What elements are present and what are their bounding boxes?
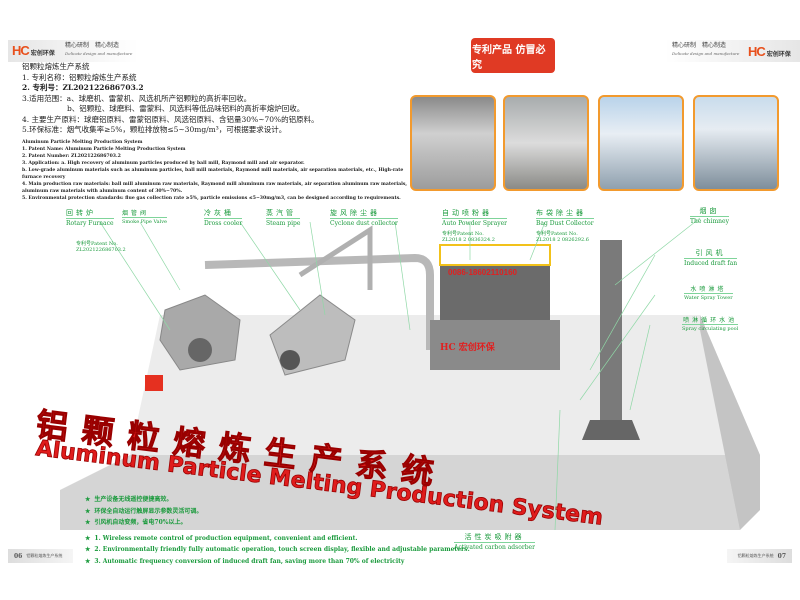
factory-photo-3 — [598, 95, 684, 191]
bullet-en: ★2. Environmentally friendly fully autom… — [85, 546, 470, 553]
feature-bullets: ★生产设备无线遥控便捷高效。 ★环保全自动运行触屏显示参数灵活可调。 ★引风机自… — [85, 494, 470, 569]
factory-photo-4 — [693, 95, 779, 191]
bullet-en: ★1. Wireless remote control of productio… — [85, 534, 358, 542]
bullet-en: ★3. Automatic frequency conversion of in… — [85, 557, 405, 565]
factory-photo-2 — [503, 95, 589, 191]
bullet-cn: ★环保全自动运行触屏显示参数灵活可调。 — [85, 507, 203, 515]
furnace-door — [188, 338, 212, 362]
intro-line-en: 1. Patent Name: Aluminum Particle Meltin… — [22, 146, 186, 152]
safety-railing — [439, 244, 551, 266]
collector-logo: HC 宏创环保 — [440, 341, 496, 353]
intro-line: b、铝颗粒、球磨料、雷蒙料、风选料等低品味铝料的高折率熔炉回收。 — [22, 104, 305, 113]
intro-line-en: 3. Application: a. High recovery of alum… — [22, 160, 305, 166]
intro-title-en: Aluminum Particle Melting Production Sys… — [22, 139, 143, 145]
intro-title-cn: 铝颗粒熔炼生产系统 — [22, 62, 90, 71]
collector-base — [430, 320, 560, 370]
forklift — [145, 375, 163, 391]
bullet-cn: ★引风机自动变频，省电70%以上。 — [85, 519, 187, 526]
patent-stamp: 专利产品 仿冒必究 — [472, 39, 554, 72]
intro-line: 5.环保标准：烟气收集率≥5%，颗粒排放物≤5~30mg/m³，可根据要求设计。 — [22, 125, 287, 134]
intro-line-en: 5. Environmental protection standards: f… — [22, 195, 401, 201]
chimney-base — [582, 420, 640, 440]
intro-line: 2. 专利号：ZL202122686703.2 — [22, 83, 144, 92]
intro-line-en: 2. Patent Number: ZL202122686703.2 — [22, 153, 121, 159]
intro-line: 1. 专利名称：铝颗粒熔炼生产系统 — [22, 72, 137, 82]
label-rotary-patent: 专利号Patent No.ZL202122686703.2 — [76, 241, 126, 253]
production-scene: 0086-18602110160 HC 宏创环保 铝颗粒熔炼生产系统 Alumi… — [34, 217, 760, 530]
intro-line: 4. 主要生产原料：球磨铝原料、雷蒙铝原料、风选铝原料、含铝量30%~70%的铝… — [22, 114, 319, 124]
rotary-furnace — [159, 294, 241, 371]
intro-line: 3.适用范围：a、球磨机、雷蒙机、风选机所产铝颗粒的高折率回收。 — [22, 93, 252, 103]
leader-lines — [99, 217, 701, 530]
intro-text: 铝颗粒熔炼生产系统 1. 专利名称：铝颗粒熔炼生产系统 2. 专利号：ZL202… — [22, 62, 407, 202]
bullet-cn: ★生产设备无线遥控便捷高效。 — [85, 496, 173, 503]
header-right — [665, 40, 800, 62]
platform-front — [60, 455, 760, 530]
main-duct — [204, 253, 434, 350]
platform-side — [700, 315, 760, 530]
steam-pipe — [298, 225, 373, 290]
header-left — [8, 40, 138, 62]
phone-number: 0086-18602110160 — [448, 268, 518, 277]
factory-photo-1 — [410, 95, 496, 191]
chimney — [600, 240, 622, 420]
cooler-end — [280, 350, 300, 370]
intro-line-en: 4. Main production raw materials: ball m… — [22, 181, 408, 194]
intro-line-en: b. Low-grade aluminum materials such as … — [22, 167, 404, 180]
